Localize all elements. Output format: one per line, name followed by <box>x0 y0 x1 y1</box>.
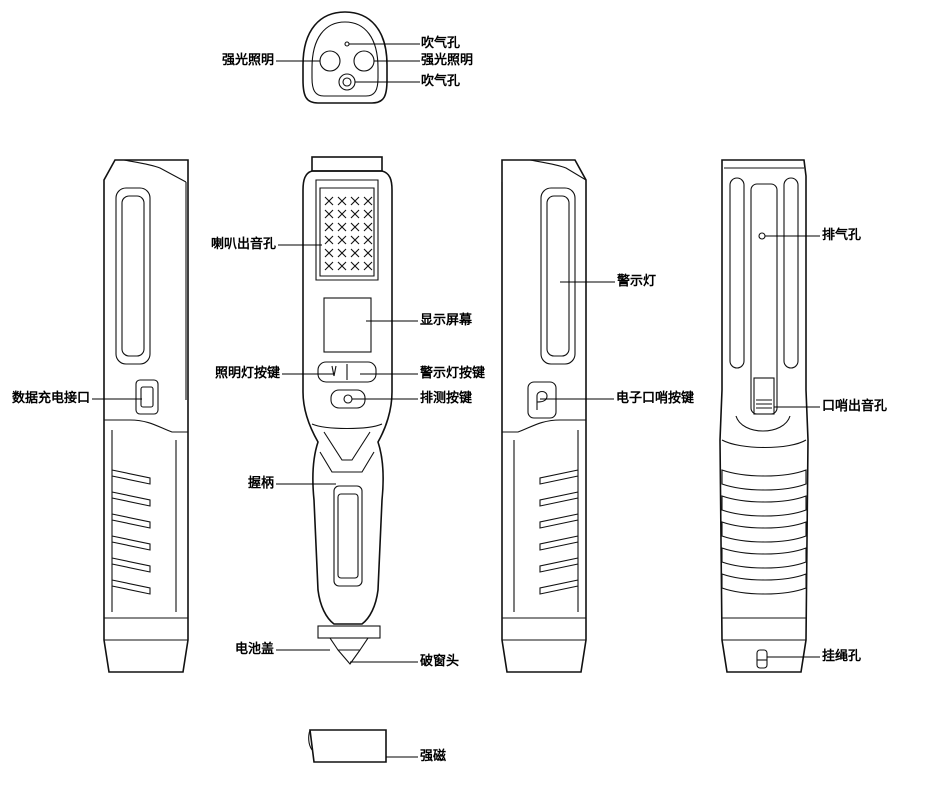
speaker-hole <box>363 235 373 245</box>
speaker-hole <box>324 209 334 219</box>
label-light-button: 照明灯按键 <box>214 366 280 381</box>
front-view <box>302 156 393 665</box>
label-speaker-holes: 喇叭出音孔 <box>210 237 276 252</box>
label-window-breaker: 破窗头 <box>420 654 460 669</box>
right-side-view <box>501 159 587 673</box>
label-lanyard-hole: 挂绳孔 <box>822 649 862 664</box>
top-end-view <box>302 11 388 104</box>
label-electronic-whistle-button: 电子口哨按键 <box>616 391 695 406</box>
label-blow-hole-bottom: 吹气孔 <box>421 74 461 89</box>
speaker-hole <box>324 222 334 232</box>
speaker-hole <box>324 235 334 245</box>
label-display-screen: 显示屏幕 <box>420 313 473 328</box>
speaker-hole <box>350 235 360 245</box>
speaker-hole <box>363 248 373 258</box>
speaker-hole <box>350 196 360 206</box>
speaker-hole <box>337 196 347 206</box>
label-warning-light-button: 警示灯按键 <box>420 366 486 381</box>
back-view <box>719 159 809 673</box>
speaker-grid <box>324 196 373 271</box>
speaker-hole <box>363 196 373 206</box>
speaker-hole <box>337 235 347 245</box>
magnet-part <box>308 729 387 763</box>
label-strong-light-right: 强光照明 <box>421 53 474 68</box>
speaker-hole <box>337 261 347 271</box>
speaker-hole <box>350 248 360 258</box>
speaker-hole <box>337 222 347 232</box>
label-warning-light: 警示灯 <box>617 274 657 289</box>
label-battery-cover: 电池盖 <box>234 642 274 657</box>
label-blow-hole-top: 吹气孔 <box>421 36 461 51</box>
speaker-hole <box>350 261 360 271</box>
speaker-hole <box>337 209 347 219</box>
label-strong-light-left: 强光照明 <box>221 53 274 68</box>
speaker-hole <box>337 248 347 258</box>
left-side-view <box>103 159 189 673</box>
speaker-hole <box>324 248 334 258</box>
leader-lines <box>92 43 820 758</box>
label-handle: 握柄 <box>247 476 274 491</box>
speaker-hole <box>363 261 373 271</box>
speaker-hole <box>363 209 373 219</box>
label-data-charging-port: 数据充电接口 <box>11 391 90 406</box>
label-whistle-sound-hole: 口哨出音孔 <box>822 399 888 414</box>
speaker-hole <box>363 222 373 232</box>
speaker-hole <box>324 196 334 206</box>
speaker-hole <box>324 261 334 271</box>
label-strong-magnet: 强磁 <box>420 749 447 764</box>
label-test-button: 排测按键 <box>420 391 473 406</box>
speaker-hole <box>350 222 360 232</box>
speaker-hole <box>350 209 360 219</box>
label-exhaust-hole: 排气孔 <box>822 228 862 243</box>
